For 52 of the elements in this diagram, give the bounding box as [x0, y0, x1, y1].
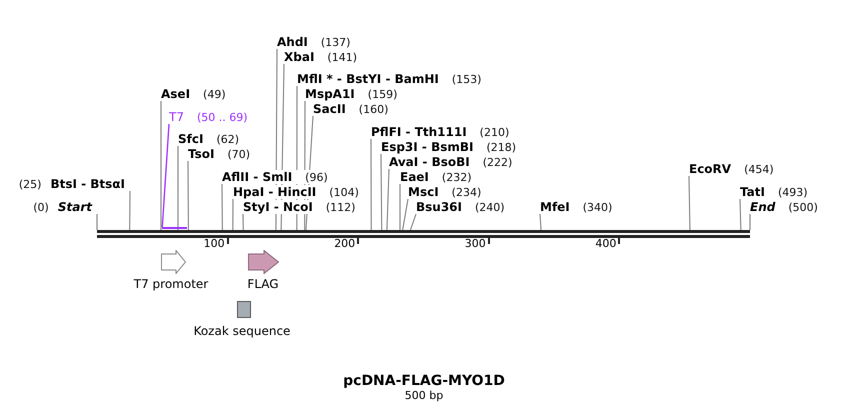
- enzyme-site-label: AhdI (137): [277, 35, 350, 49]
- feature-label: FLAG: [247, 277, 279, 291]
- sequence-length: 500 bp: [404, 389, 444, 403]
- leader-line: [177, 146, 178, 230]
- leader-line: [370, 138, 372, 230]
- enzyme-site-label: TsoI (70): [188, 147, 250, 161]
- enzyme-site-label: MspA1I (159): [305, 87, 398, 101]
- leader-line: [540, 214, 542, 230]
- leader-line: [160, 100, 162, 230]
- sequence-feature: [237, 301, 251, 318]
- scale-label: 300: [464, 237, 486, 251]
- leader-line: [129, 190, 130, 230]
- enzyme-site-label: AvaI - BsoBI (222): [389, 155, 512, 169]
- enzyme-site-label: HpaI - HincII (104): [233, 185, 359, 199]
- leader-line: [410, 214, 416, 230]
- leader-line: [380, 154, 382, 230]
- sequence-feature: [248, 250, 279, 274]
- leader-line: [232, 198, 234, 230]
- enzyme-site-label: MscI (234): [408, 185, 482, 199]
- leader-line: [188, 160, 189, 230]
- dna-backbone: [97, 230, 750, 238]
- scale-label: 400: [595, 237, 616, 251]
- enzyme-site-label: PflFI - Tth111I (210): [371, 125, 510, 139]
- enzyme-site-label: StyI - NcoI (112): [243, 200, 356, 214]
- sequence-end-label: End (500): [750, 200, 818, 214]
- enzyme-site-label: EaeI (232): [400, 170, 472, 184]
- enzyme-site-label: XbaI (141): [284, 50, 357, 64]
- enzyme-site-label: MflI * - BstYI - BamHI (153): [297, 72, 482, 86]
- enzyme-site-label: EcoRV (454): [689, 162, 774, 176]
- enzyme-site-label: Esp3I - BsmBI (218): [381, 140, 516, 154]
- leader-line: [222, 184, 223, 230]
- sequence-feature: [161, 250, 186, 274]
- leader-line: [162, 124, 170, 228]
- map-title: pcDNA-FLAG-MYO1D: [343, 373, 505, 389]
- enzyme-site-label: SacII (160): [313, 102, 388, 116]
- enzyme-site-label: Bsu36I (240): [416, 200, 505, 214]
- enzyme-site-label: TatI (493): [740, 185, 808, 199]
- feature-label: T7 promoter: [134, 277, 208, 291]
- primer-label: T7 (50 .. 69): [169, 110, 248, 124]
- scale-label: 100: [204, 237, 225, 251]
- enzyme-site-label: SfcI (62): [178, 132, 240, 146]
- leader-line: [386, 168, 390, 230]
- scale-label: 200: [334, 237, 356, 251]
- leader-line: [242, 214, 244, 230]
- feature-label: Kozak sequence: [194, 324, 290, 338]
- leader-line: [96, 214, 98, 230]
- enzyme-site-label: AflII - SmlI (96): [222, 170, 328, 184]
- enzyme-site-label: MfeI (340): [540, 200, 612, 214]
- leader-line: [740, 198, 742, 230]
- enzyme-site-label: AseI (49): [161, 87, 226, 101]
- leader-line: [402, 198, 408, 230]
- leader-line: [688, 176, 690, 230]
